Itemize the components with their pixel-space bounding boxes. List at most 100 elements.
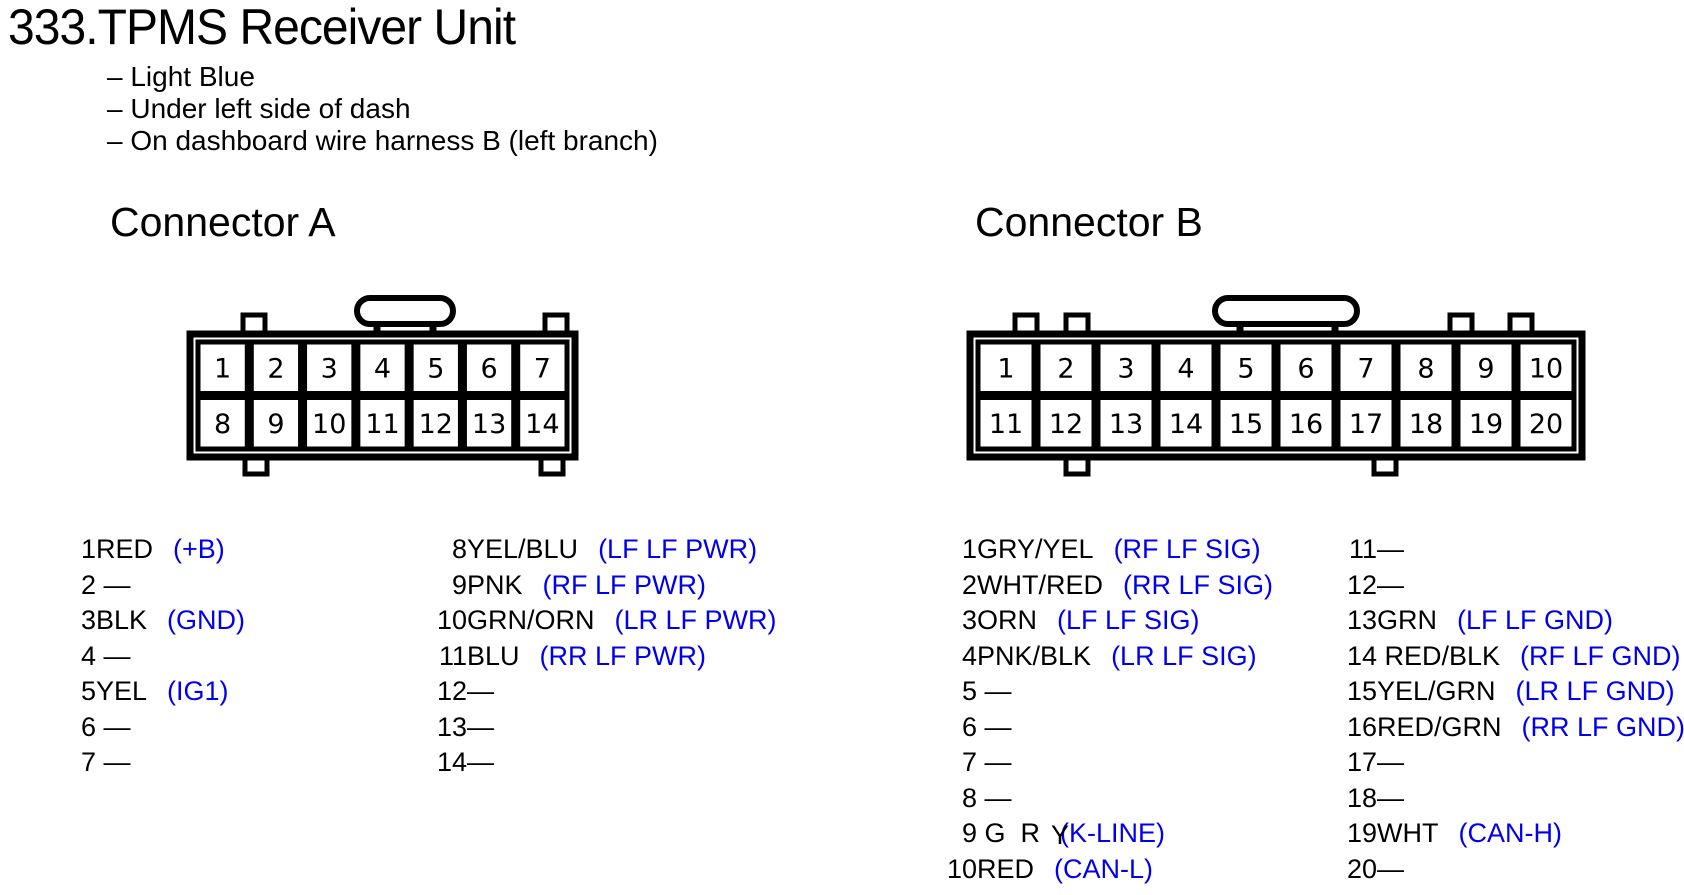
wire-color: — (96, 640, 131, 671)
pin-number: 6 (961, 711, 977, 742)
pin-row: 7 — (62, 745, 245, 781)
pin-number: 2 (80, 569, 96, 600)
pin-cell-number: 17 (1349, 409, 1383, 440)
pin-row: 8 — (943, 781, 1273, 817)
pin-cell-number: 2 (1057, 353, 1074, 384)
pin-function: (RF LF GND) (1520, 640, 1681, 671)
pin-number: 10 (946, 853, 977, 884)
pin-cell-number: 4 (1177, 353, 1194, 384)
pin-row: 18— (1343, 781, 1684, 817)
pin-function: (GND) (167, 605, 246, 635)
note-line: – Light Blue (107, 61, 255, 92)
pin-row: 1RED(+B) (62, 532, 245, 568)
pin-cell-number: 16 (1289, 409, 1323, 440)
pin-number: 17 (1346, 747, 1377, 777)
pin-cell-number: 11 (989, 409, 1023, 440)
pin-number: 7 (80, 747, 96, 777)
pin-cell-number: 1 (997, 353, 1014, 384)
pin-row: 8YEL/BLU (LF LF PWR) (433, 532, 777, 568)
pin-function: (LF LF GND) (1457, 605, 1614, 635)
wire-color: YEL/BLU (467, 534, 579, 564)
pin-function: (+B) (173, 534, 225, 564)
pin-number: 15 (1346, 676, 1377, 706)
notes-block: – Light Blue – Under left side of dash –… (107, 61, 658, 157)
pin-number: 11 (1348, 534, 1377, 564)
pin-cell (1215, 339, 1277, 396)
pin-cell (1155, 339, 1217, 396)
wire-color: BLK (96, 605, 148, 635)
connector-a-pin-list-right: 8YEL/BLU (LF LF PWR) 9PNK(RF LF PWR)10GRN/… (433, 532, 777, 781)
pin-row: 10RED(CAN-L) (943, 852, 1273, 888)
connector-a-pin-list-left: 1RED(+B)2 —3BLK(GND)4 —5YEL(IG1)6 —7 — (62, 532, 245, 781)
pin-cell-number: 9 (267, 409, 284, 440)
pin-row: 9PNK(RF LF PWR) (433, 568, 777, 604)
pin-number: 3 (961, 605, 977, 635)
wire-color: RED (96, 534, 154, 564)
pin-cell (1035, 339, 1097, 396)
pin-cell-number: 15 (1229, 409, 1263, 440)
pin-cell-number: 3 (1117, 353, 1134, 384)
pin-cell (515, 395, 570, 452)
pin-cell-number: 12 (1049, 409, 1083, 440)
pin-number: 4 (961, 640, 977, 671)
pin-cell (1335, 339, 1397, 396)
pin-row: 14 RED/BLK(RF LF GND) (1343, 639, 1684, 675)
wire-color: RED/GRN (1377, 711, 1502, 742)
pin-cell-number: 10 (312, 409, 346, 440)
pin-cell (302, 395, 357, 452)
pin-number: 6 (80, 711, 96, 742)
pin-cell (461, 395, 517, 452)
pin-row: 5 — (943, 674, 1273, 710)
wire-color: RED/BLK (1377, 640, 1501, 671)
wire-color: GRN/ORN (467, 605, 595, 635)
pin-number: 8 (451, 534, 467, 564)
pin-cell-number: 13 (472, 409, 506, 440)
note-line: – On dashboard wire harness B (left bran… (107, 125, 658, 156)
pin-row: 4PNK/BLK(LR LF SIG) (943, 639, 1273, 675)
pin-number: 20 (1346, 853, 1377, 884)
pin-cell (975, 339, 1037, 396)
pin-cell (248, 395, 304, 452)
pin-row: 11— (1343, 532, 1684, 568)
note-line: – Under left side of dash (107, 93, 411, 124)
pin-cell-number: 2 (267, 353, 284, 384)
pin-number: 13 (1346, 605, 1377, 635)
wire-color: — (467, 711, 494, 742)
pin-number: 2 (961, 569, 977, 600)
overlap-character: Y (1051, 820, 1070, 850)
pin-function: (K-LINE)Y (1051, 818, 1165, 850)
pin-cell-number: 12 (419, 409, 453, 440)
wire-color: BLU (467, 640, 520, 671)
pin-function: (LF LF SIG) (1057, 605, 1200, 635)
pin-cell-number: 19 (1469, 409, 1503, 440)
pin-row: 14— (433, 745, 777, 781)
pin-row: 3BLK(GND) (62, 603, 245, 639)
pin-function: (CAN-H) (1458, 818, 1562, 848)
pin-number: 19 (1346, 818, 1377, 848)
pin-number: 10 (436, 605, 467, 635)
wire-color: — (1377, 534, 1404, 564)
wire-color: — (96, 711, 131, 742)
pin-cell (515, 339, 570, 396)
pin-number: 9 (961, 818, 977, 848)
pin-cell (1455, 339, 1517, 396)
pin-number: 13 (436, 711, 467, 742)
pin-cell (1155, 395, 1217, 452)
connector-b-heading: Connector B (975, 199, 1203, 245)
pin-cell-number: 5 (1237, 353, 1254, 384)
wire-color: — (1377, 853, 1404, 884)
pin-function: (CAN-L) (1054, 853, 1154, 884)
pin-row: 3ORN(LF LF SIG) (943, 603, 1273, 639)
wire-color: — (977, 782, 1012, 813)
wire-color: PNK (467, 569, 523, 600)
pin-function: (RR LF PWR) (539, 640, 707, 671)
pin-function: (LF LF PWR) (598, 534, 758, 564)
pin-cell (1455, 395, 1517, 452)
wire-color: — (467, 676, 494, 706)
pin-cell-number: 18 (1409, 409, 1443, 440)
pin-row: 6 — (943, 710, 1273, 746)
pin-number: 14 (436, 747, 467, 777)
pin-number: 9 (451, 569, 467, 600)
pin-row: 6 — (62, 710, 245, 746)
pin-number: 18 (1346, 782, 1377, 813)
